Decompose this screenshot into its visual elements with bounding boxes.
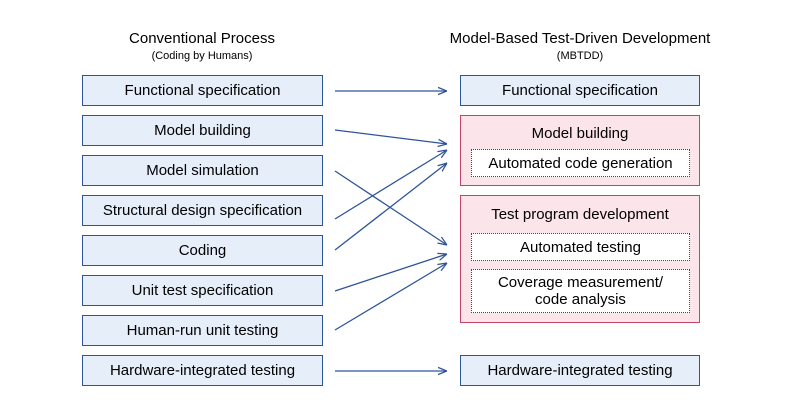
arrow-coding	[334, 163, 447, 251]
coverage-measurement-code-analysis: Coverage measurement/ code analysis	[471, 269, 690, 313]
coverage-line-1: Coverage measurement/	[497, 274, 664, 291]
automated-testing: Automated testing	[471, 233, 690, 261]
test-program-development-title: Test program development	[491, 206, 669, 223]
left-human-run-unit-testing: Human-run unit testing	[82, 315, 323, 346]
left-functional-specification: Functional specification	[82, 75, 323, 106]
model-building-title: Model building	[531, 125, 629, 142]
arrow-human-run-testing	[334, 263, 447, 331]
left-unit-test-specification: Unit test specification	[82, 275, 323, 306]
left-model-building: Model building	[82, 115, 323, 146]
left-hardware-integrated-testing: Hardware-integrated testing	[82, 355, 323, 386]
arrow-unit-test-spec	[334, 254, 447, 292]
arrow-model-building	[334, 129, 447, 144]
left-structural-design-specification: Structural design specification	[82, 195, 323, 226]
conventional-title: Conventional Process	[129, 30, 275, 47]
left-coding: Coding	[82, 235, 323, 266]
model-building-group: Model building Automated code generation	[460, 115, 700, 186]
conventional-subtitle: (Coding by Humans)	[151, 50, 253, 62]
test-program-development-group: Test program development Automated testi…	[460, 195, 700, 323]
conventional-header: Conventional Process (Coding by Humans)	[82, 30, 322, 63]
mbtdd-subtitle: (MBTDD)	[556, 50, 604, 62]
mbtdd-title: Model-Based Test-Driven Development	[449, 30, 711, 47]
left-model-simulation: Model simulation	[82, 155, 323, 186]
mbtdd-header: Model-Based Test-Driven Development (MBT…	[420, 30, 740, 63]
coverage-line-2: code analysis	[535, 291, 626, 308]
arrow-model-simulation	[334, 170, 447, 245]
right-functional-specification: Functional specification	[460, 75, 700, 106]
automated-code-generation: Automated code generation	[471, 149, 690, 177]
right-hardware-integrated-testing: Hardware-integrated testing	[460, 355, 700, 386]
arrow-structural-design	[334, 150, 447, 220]
